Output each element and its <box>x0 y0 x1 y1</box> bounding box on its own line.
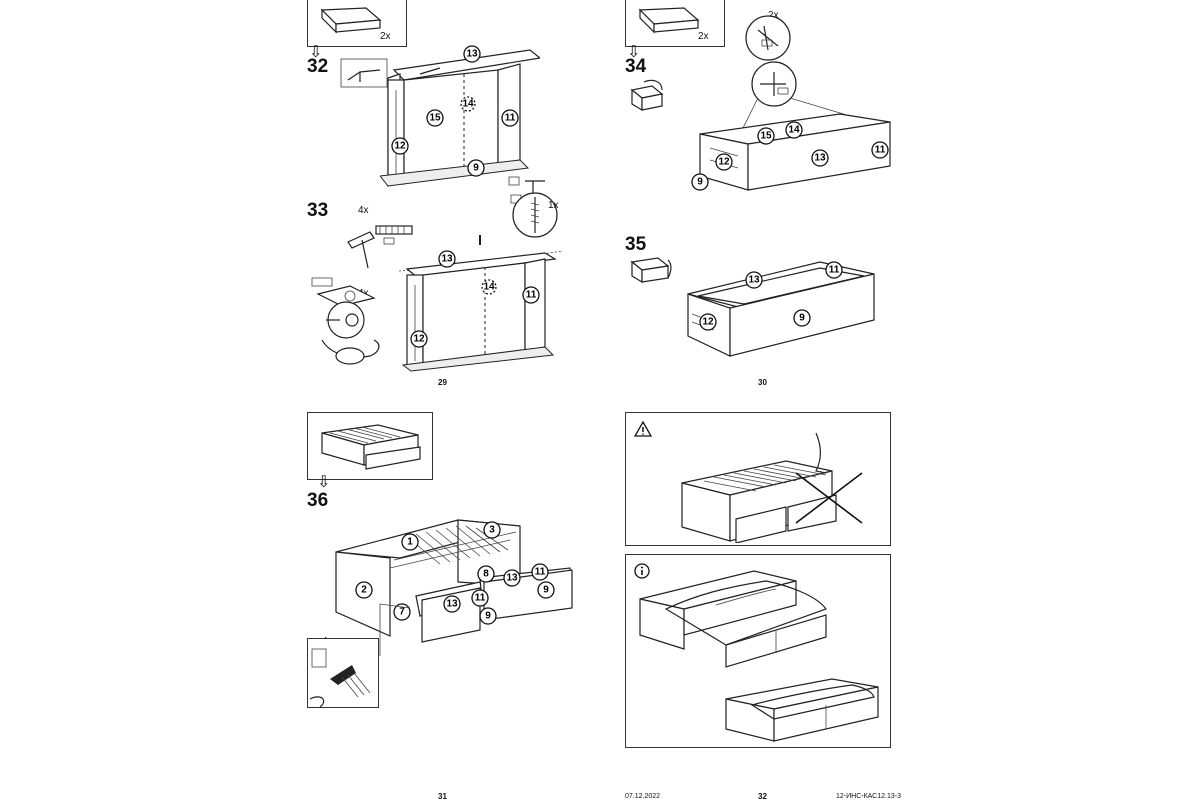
svg-text:9: 9 <box>485 611 491 622</box>
drawer-thumbnail <box>320 7 382 34</box>
svg-text:11: 11 <box>505 113 516 124</box>
quantity-2x-screws: 2x <box>768 10 779 21</box>
warning-icon <box>634 421 652 437</box>
info-icon <box>634 563 650 579</box>
quantity-2x-34: 2x <box>698 31 709 42</box>
screw-insert-detail <box>309 648 371 708</box>
warning-panel <box>625 412 891 546</box>
svg-text:3: 3 <box>489 525 495 536</box>
info-panel <box>625 554 891 748</box>
step-number-36: 36 <box>307 490 329 511</box>
rotate-drawer-icon <box>630 79 664 112</box>
svg-text:13: 13 <box>506 573 518 584</box>
cam-lock-detail <box>311 277 380 365</box>
drawer-assembly-33: 13 14 11 12 <box>398 176 564 372</box>
svg-text:15: 15 <box>429 113 441 124</box>
svg-text:12: 12 <box>394 141 406 152</box>
back-panel-13 <box>392 49 540 81</box>
quantity-1x: 1x <box>548 200 559 211</box>
page-number-31: 31 <box>438 792 447 801</box>
svg-text:8: 8 <box>483 569 489 580</box>
bed-thumbnail <box>321 424 421 470</box>
flip-drawer-icon <box>630 257 672 284</box>
drawer-assembly-32: 13 14 15 11 12 9 <box>380 45 540 187</box>
drawer-preview-box-32: 2x <box>307 0 407 47</box>
compact-bed-illustration <box>725 678 879 742</box>
do-not-stand-illustration <box>681 432 863 543</box>
svg-text:13: 13 <box>441 254 453 265</box>
drawer-assembly-34: 15 14 13 11 12 9 <box>691 15 891 191</box>
footer-doc-code: 12-ИНС-КАС12.13-3 <box>836 793 901 800</box>
finished-drawer-35: 13 11 12 9 <box>687 261 875 357</box>
bed-assembly-36: 1 3 2 8 13 11 11 13 7 9 9 <box>335 519 573 643</box>
step-number-33: 33 <box>307 200 329 221</box>
svg-text:11: 11 <box>526 290 537 301</box>
svg-text:12: 12 <box>413 334 425 345</box>
svg-text:9: 9 <box>799 313 805 324</box>
svg-text:15: 15 <box>760 131 772 142</box>
detail-box-36 <box>307 638 379 708</box>
svg-text:11: 11 <box>875 145 886 156</box>
svg-text:13: 13 <box>748 275 760 286</box>
down-arrow-icon: ⇩ <box>317 474 331 491</box>
step-number-35: 35 <box>625 234 647 255</box>
svg-text:1: 1 <box>407 537 413 548</box>
detail-inset-32 <box>340 58 388 88</box>
svg-text:11: 11 <box>535 567 546 578</box>
svg-text:2: 2 <box>361 585 367 596</box>
svg-text:11: 11 <box>829 265 840 276</box>
down-arrow-icon: ⇩ <box>309 44 323 61</box>
svg-text:13: 13 <box>446 599 458 610</box>
svg-text:13: 13 <box>466 49 478 60</box>
svg-text:14: 14 <box>483 282 495 293</box>
drawer-thumbnail-34 <box>638 7 700 34</box>
svg-text:14: 14 <box>462 99 474 110</box>
svg-text:11: 11 <box>475 593 486 604</box>
down-arrow-icon: ⇩ <box>627 44 641 61</box>
svg-text:14: 14 <box>788 125 800 136</box>
step-number-34: 34 <box>625 56 647 77</box>
screwdriver-detail <box>379 603 411 656</box>
extended-bed-illustration <box>639 570 827 668</box>
svg-text:13: 13 <box>814 153 826 164</box>
svg-text:7: 7 <box>399 607 405 618</box>
quantity-2x: 2x <box>380 31 391 42</box>
quantity-4x: 4x <box>358 205 369 216</box>
svg-text:12: 12 <box>718 157 730 168</box>
page-number-32: 32 <box>758 792 767 801</box>
svg-text:9: 9 <box>697 177 703 188</box>
svg-text:9: 9 <box>473 163 479 174</box>
page-number-29: 29 <box>438 378 447 387</box>
drawer-preview-box-34: 2x <box>625 0 725 47</box>
svg-text:12: 12 <box>702 317 714 328</box>
page-number-30: 30 <box>758 378 767 387</box>
footer-date: 07.12.2022 <box>625 793 661 800</box>
hammer-dowel-detail <box>347 225 413 269</box>
svg-text:9: 9 <box>543 585 549 596</box>
step-number-32: 32 <box>307 56 329 77</box>
bed-preview-box-36 <box>307 412 433 480</box>
